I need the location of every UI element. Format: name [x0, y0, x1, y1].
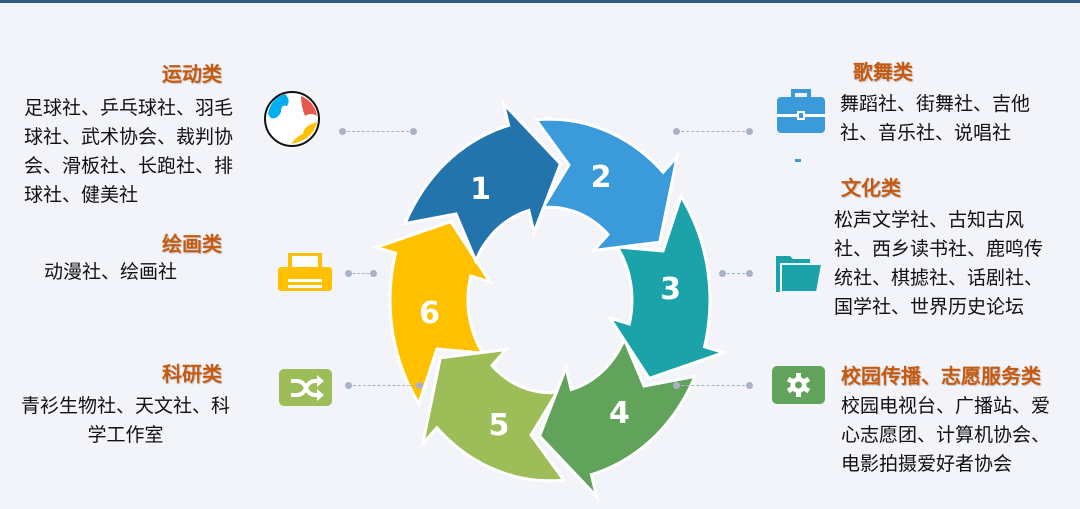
research-text: 青衫生物社、天文社、科学工作室 [20, 395, 230, 446]
step-number-3: 3 [660, 272, 681, 307]
connector-painting [345, 270, 377, 277]
connector-sports [339, 128, 417, 135]
printer-icon [278, 253, 332, 291]
gear-icon [772, 366, 825, 404]
briefcase-icon [777, 89, 825, 133]
cycle-segment-4 [537, 335, 698, 502]
step-number-5: 5 [488, 408, 509, 443]
top-bar [0, 0, 1080, 3]
cycle-segment-6 [371, 219, 494, 408]
step-number-6: 6 [419, 296, 440, 331]
dash-mark [795, 159, 801, 162]
dance-title: 歌舞类 [853, 60, 913, 84]
research-title: 科研类 [162, 362, 222, 386]
cycle-segment-5 [420, 347, 567, 483]
cycle-segment-1 [402, 98, 563, 265]
culture-title: 文化类 [841, 176, 901, 200]
culture-text: 松声文学社、古知古风社、西乡读书社、鹿鸣传统社、棋摅社、话剧社、国学社、世界历史… [834, 209, 1044, 318]
globe-icon [264, 91, 320, 147]
connector-culture [719, 270, 753, 277]
painting-text: 动漫社、绘画社 [44, 261, 178, 283]
media-title: 校园传播、志愿服务类 [841, 364, 1041, 388]
connector-dance [673, 128, 753, 135]
shuffle-icon [279, 369, 332, 406]
step-number-2: 2 [591, 160, 612, 195]
cycle-segment-3 [606, 192, 729, 381]
folder-icon [776, 256, 824, 292]
sports-title: 运动类 [162, 62, 222, 86]
cycle-segment-2 [533, 117, 680, 253]
connector-media [673, 382, 753, 389]
step-number-1: 1 [470, 172, 491, 207]
dance-text: 舞蹈社、街舞社、吉他社、音乐社、说唱社 [840, 93, 1031, 144]
step-number-4: 4 [609, 396, 630, 431]
painting-title: 绘画类 [162, 232, 222, 256]
connector-research [345, 382, 423, 389]
sports-text: 足球社、乒乓球社、羽毛球社、武术协会、裁判协会、滑板社、长跑社、排球社、健美社 [24, 97, 234, 206]
media-text: 校园电视台、广播站、爱心志愿团、计算机协会、电影拍摄爱好者协会 [841, 395, 1051, 475]
